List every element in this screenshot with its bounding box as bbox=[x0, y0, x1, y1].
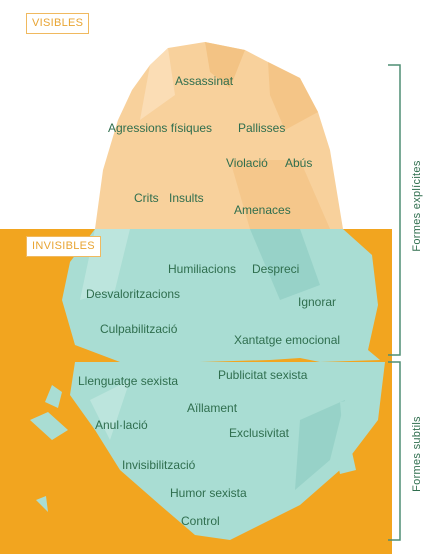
iceberg-deep-shade bbox=[90, 380, 130, 440]
term-llenguatge-sexista: Llenguatge sexista bbox=[78, 374, 179, 388]
bracket-explicit bbox=[388, 64, 401, 356]
term-xantatge-emocional: Xantatge emocional bbox=[234, 333, 341, 347]
invisible-tag: INVISIBLES bbox=[26, 236, 101, 257]
term-amenaces: Amenaces bbox=[234, 203, 291, 217]
term-culpabilitzacio: Culpabilització bbox=[100, 322, 178, 336]
iceberg-visible-shade bbox=[205, 42, 245, 88]
subtle-forms-label: Formes subtils bbox=[411, 416, 423, 492]
term-anulacio: Anul·lació bbox=[95, 418, 148, 432]
term-pallisses: Pallisses bbox=[238, 121, 286, 135]
term-publicitat-sexista: Publicitat sexista bbox=[218, 368, 308, 382]
term-agressions-fisiques: Agressions físiques bbox=[108, 121, 213, 135]
ice-shard bbox=[30, 412, 68, 440]
term-despreci: Despreci bbox=[252, 262, 300, 276]
term-humor-sexista: Humor sexista bbox=[170, 486, 247, 500]
term-control: Control bbox=[181, 514, 220, 528]
term-crits: Crits bbox=[134, 191, 159, 205]
term-violacio: Violació bbox=[226, 156, 268, 170]
term-desvaloritzacions: Desvaloritzacions bbox=[86, 287, 181, 301]
iceberg-visible-shade bbox=[268, 62, 318, 130]
iceberg-deep-part bbox=[70, 362, 385, 540]
term-humiliacions: Humiliacions bbox=[168, 262, 237, 276]
explicit-forms-label: Formes explícites bbox=[411, 160, 423, 252]
ice-shard bbox=[340, 400, 358, 424]
term-exclusivitat: Exclusivitat bbox=[229, 426, 290, 440]
iceberg-deep-shade bbox=[295, 400, 345, 490]
term-ignorar: Ignorar bbox=[298, 295, 337, 309]
ice-shard bbox=[36, 496, 48, 512]
iceberg-visible-shade bbox=[140, 48, 175, 120]
ice-shard bbox=[336, 452, 356, 474]
term-aillament: Aïllament bbox=[187, 401, 238, 415]
visible-tag: VISIBLES bbox=[26, 13, 90, 34]
term-assassinat: Assassinat bbox=[175, 74, 234, 88]
bracket-subtle bbox=[388, 361, 401, 541]
ice-shard bbox=[45, 385, 62, 408]
term-invisibilitzacio: Invisibilització bbox=[122, 458, 196, 472]
iceberg-visible-shade bbox=[230, 160, 330, 229]
term-abus: Abús bbox=[285, 156, 313, 170]
term-insults: Insults bbox=[169, 191, 204, 205]
iceberg-underwater-shade bbox=[250, 229, 320, 300]
